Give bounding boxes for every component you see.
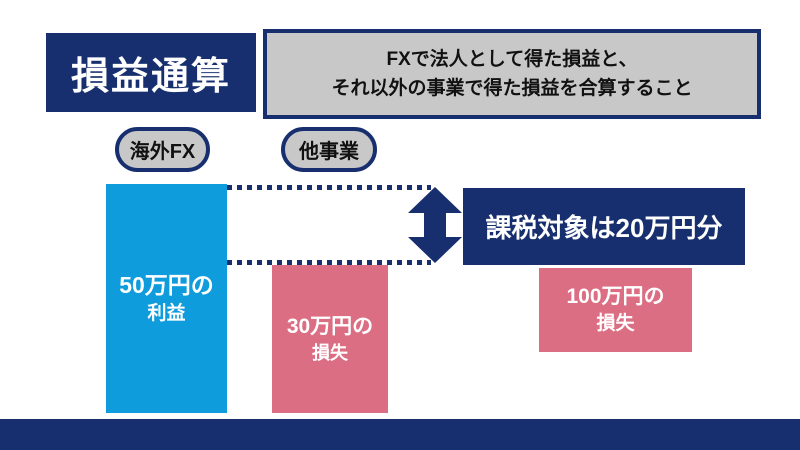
loss-bar: 30万円の 損失 bbox=[272, 265, 388, 413]
footer-accent-bar bbox=[0, 419, 800, 450]
taxable-amount-label: 課税対象は20万円分 bbox=[485, 213, 723, 243]
pill-other-business: 他事業 bbox=[281, 127, 377, 172]
double-arrow-icon bbox=[408, 187, 462, 263]
pill-overseas-fx-label: 海外FX bbox=[129, 141, 196, 163]
profit-bar: 50万円の 利益 bbox=[106, 184, 227, 413]
definition-line-1: FXで法人として得た損益と、 bbox=[386, 48, 638, 70]
pill-overseas-fx: 海外FX bbox=[115, 127, 210, 172]
definition-box: FXで法人として得た損益と、 それ以外の事業で得た損益を合算すること bbox=[263, 29, 761, 119]
page-title-text: 損益通算 bbox=[70, 56, 231, 98]
total-loss-box: 100万円の 損失 bbox=[539, 268, 692, 352]
loss-bar-caption: 損失 bbox=[312, 343, 348, 364]
definition-line-2: それ以外の事業で得た損益を合算すること bbox=[331, 78, 693, 99]
loss-bar-amount: 30万円の bbox=[286, 314, 374, 338]
taxable-amount-box: 課税対象は20万円分 bbox=[463, 188, 745, 265]
dotted-guide-line-top bbox=[227, 185, 431, 190]
total-loss-amount: 100万円の bbox=[566, 285, 665, 308]
profit-bar-amount: 50万円の bbox=[119, 272, 214, 299]
profit-bar-caption: 利益 bbox=[147, 303, 186, 325]
pill-other-business-label: 他事業 bbox=[299, 141, 359, 163]
dotted-guide-line-bottom bbox=[227, 260, 431, 265]
total-loss-caption: 損失 bbox=[596, 313, 635, 335]
page-title: 損益通算 bbox=[46, 33, 256, 112]
